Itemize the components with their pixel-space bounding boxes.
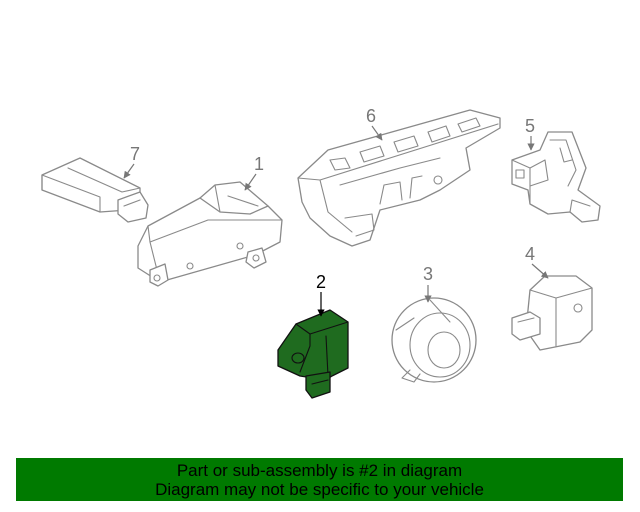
callout-2: 2 bbox=[316, 272, 326, 317]
callout-2-label: 2 bbox=[316, 272, 326, 292]
part-6-rail-module[interactable] bbox=[297, 109, 501, 247]
part-2-sensor-highlighted[interactable] bbox=[277, 309, 349, 399]
info-banner: Part or sub-assembly is #2 in diagram Di… bbox=[16, 458, 623, 501]
callout-1-label: 1 bbox=[254, 154, 264, 174]
callout-6: 6 bbox=[366, 106, 383, 141]
callout-5: 5 bbox=[525, 116, 535, 151]
banner-line-1: Part or sub-assembly is #2 in diagram bbox=[176, 461, 463, 480]
callout-6-label: 6 bbox=[366, 106, 376, 126]
part-4-impact-sensor[interactable] bbox=[511, 275, 593, 351]
callout-3-label: 3 bbox=[423, 264, 433, 284]
diagram-canvas: 7 1 6 bbox=[41, 106, 601, 399]
callout-7-label: 7 bbox=[130, 144, 140, 164]
callout-4-label: 4 bbox=[525, 244, 535, 264]
callout-7: 7 bbox=[123, 144, 140, 179]
part-5-bracket-sensor[interactable] bbox=[511, 131, 601, 223]
callout-4: 4 bbox=[525, 244, 549, 279]
part-7-module[interactable] bbox=[41, 157, 149, 223]
callout-1: 1 bbox=[244, 154, 264, 191]
parts-diagram: 7 1 6 bbox=[41, 106, 601, 399]
banner-line-2: Diagram may not be specific to your vehi… bbox=[155, 480, 484, 499]
part-1-control-unit[interactable] bbox=[137, 181, 283, 287]
callout-3: 3 bbox=[423, 264, 433, 303]
callout-5-label: 5 bbox=[525, 116, 535, 136]
part-3-round-sensor[interactable] bbox=[391, 297, 477, 383]
